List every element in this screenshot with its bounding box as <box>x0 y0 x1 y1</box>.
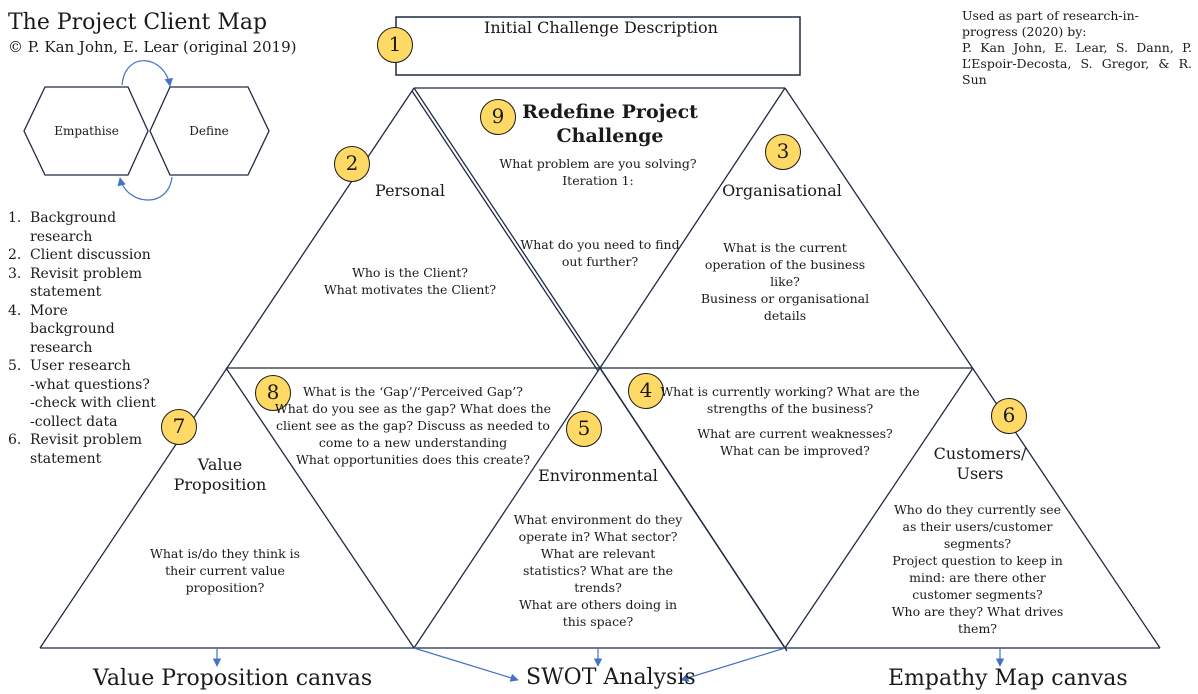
weaknesses-questions: What are current weaknesses? What can be… <box>697 426 893 458</box>
personal-questions: Who is the Client? What motivates the Cl… <box>323 265 497 297</box>
redefine-heading: Redefine Project Challenge <box>522 101 698 147</box>
page-title: The Project Client Map <box>8 10 268 35</box>
redefine-further: What do you need to find out further? <box>520 237 680 269</box>
badge-3: 3 <box>765 134 801 170</box>
credit-line-2: P. Kan John, E. Lear, S. Dann, P. L’Espo… <box>962 40 1192 87</box>
customers-heading: Customers/ Users <box>933 444 1027 483</box>
badge-6: 6 <box>991 398 1027 434</box>
copyright-text: © P. Kan John, E. Lear (original 2019) <box>8 38 297 56</box>
redefine-questions: What problem are you solving? Iteration … <box>499 156 697 188</box>
customers-questions: Who do they currently see as their users… <box>891 502 1064 636</box>
organisational-questions: What is the current operation of the bus… <box>700 240 870 323</box>
badge-5: 5 <box>566 411 602 447</box>
research-credit: Used as part of research-in-progress (20… <box>962 8 1192 88</box>
organisational-heading: Organisational <box>722 181 842 200</box>
value-proposition-canvas-label: Value Proposition canvas <box>93 666 373 691</box>
define-hexagon <box>149 86 270 176</box>
badge-8: 8 <box>255 375 291 411</box>
environmental-questions: What environment do they operate in? Wha… <box>513 512 683 629</box>
cycle-arrow-bottom <box>117 176 173 201</box>
empathy-map-canvas-label: Empathy Map canvas <box>888 666 1128 691</box>
step-item: 5.User research-what questions?-check wi… <box>8 358 156 430</box>
badge-2: 2 <box>334 146 370 182</box>
cycle-arrow-top <box>121 60 173 87</box>
swot-analysis-label: SWOT Analysis <box>526 665 696 690</box>
badge-4: 4 <box>628 373 664 409</box>
define-label: Define <box>189 124 229 138</box>
badge-9: 9 <box>480 99 516 135</box>
badge-1: 1 <box>377 27 413 63</box>
badge-7: 7 <box>161 409 197 445</box>
strengths-questions: What is currently working? What are the … <box>660 384 920 416</box>
value-questions: What is/do they think is their current v… <box>149 546 301 595</box>
triangle-grid <box>39 87 1161 652</box>
empathise-hexagon <box>23 86 149 176</box>
output-arrows <box>212 647 1005 682</box>
step-item: 2.Client discussion <box>8 247 151 263</box>
environmental-heading: Environmental <box>538 466 658 485</box>
personal-heading: Personal <box>375 181 445 200</box>
challenge-title: Initial Challenge Description <box>484 18 718 37</box>
credit-line-1: Used as part of research-in-progress (20… <box>962 8 1139 39</box>
empathise-label: Empathise <box>54 124 119 138</box>
value-heading: Value Proposition <box>173 455 267 494</box>
gap-questions: What is the ‘Gap’/‘Perceived Gap’? What … <box>274 384 552 467</box>
